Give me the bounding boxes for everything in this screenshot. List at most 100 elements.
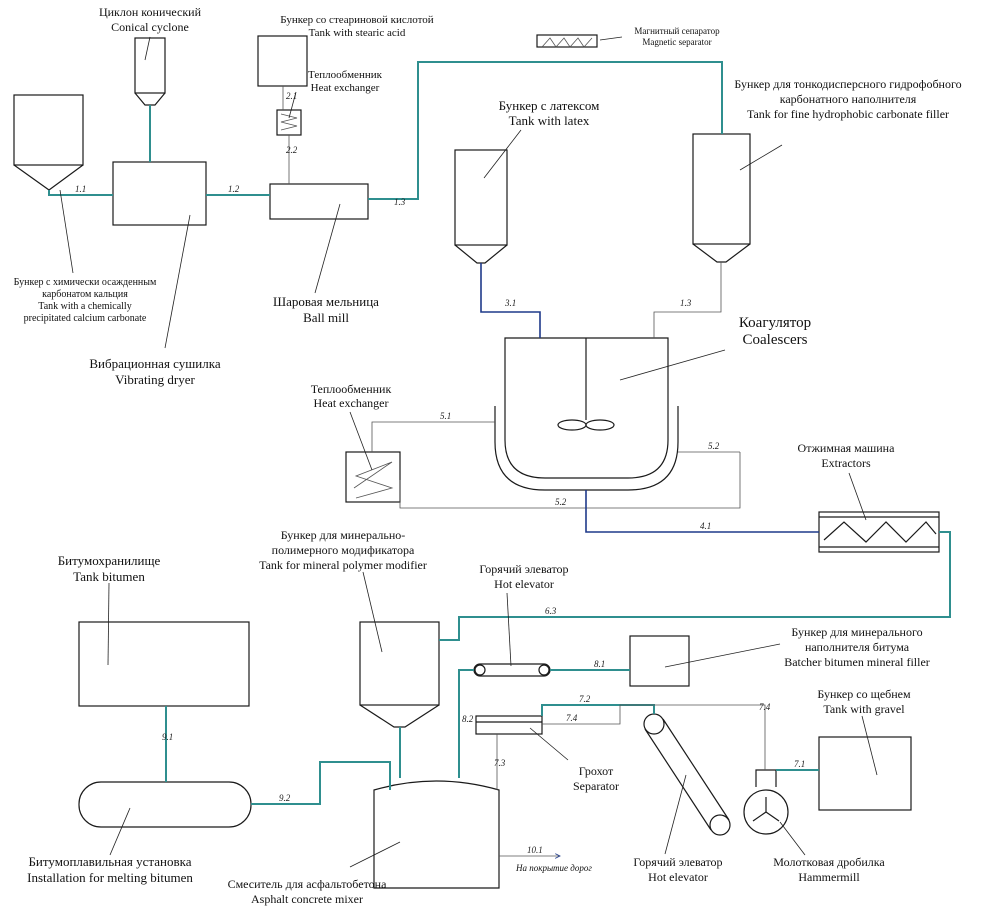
leader-hx2 (349, 411, 373, 471)
label-caco3-en1: Tank with a chemically (38, 301, 131, 312)
stream-7-1: 7.1 (794, 759, 805, 769)
label-finefill-ru2: карбонатного наполнителя (780, 92, 917, 106)
leader-melt (109, 807, 131, 856)
fine-filler-tank (692, 133, 751, 263)
leader-coag (619, 349, 726, 381)
label-sep-ru: Грохот (579, 764, 614, 778)
label-ballmill-ru: Шаровая мельница (273, 294, 379, 309)
stream-1-2: 1.2 (228, 184, 240, 194)
label-mpm-ru1: Бункер для минерально- (281, 528, 406, 542)
label-gravel-ru: Бункер со щебнем (817, 687, 911, 701)
label-extr-ru: Отжимная машина (798, 441, 896, 455)
label-hotelev2-ru: Горячий элеватор (633, 855, 722, 869)
label-road: На покрытие дорог (515, 863, 592, 873)
pipe-7-2 (541, 704, 655, 716)
leader-dryer (164, 214, 191, 349)
stream-5-2a: 5.2 (708, 441, 720, 451)
pipe-8-2 (458, 669, 474, 778)
label-hotelev1-en: Hot elevator (494, 577, 554, 591)
stream-1-1: 1.1 (75, 184, 86, 194)
label-bitstore-ru: Битумохранилище (58, 553, 161, 568)
label-hotelev1-ru: Горячий элеватор (479, 562, 568, 576)
heat-exchanger-1 (276, 109, 302, 136)
mineral-polymer-tank (359, 621, 440, 728)
label-melt-en: Installation for melting bitumen (27, 870, 193, 885)
leader-cyclone (144, 36, 151, 61)
leader-bmf (664, 643, 781, 668)
stream-4-1: 4.1 (700, 521, 711, 531)
label-stearic-ru: Бункер со стеариновой кислотой (280, 14, 434, 26)
label-dryer-ru: Вибрационная сушилка (89, 356, 221, 371)
pipe-1-1 (48, 190, 113, 196)
leader-hotelev2 (664, 774, 687, 855)
stream-9-2: 9.2 (279, 793, 291, 803)
label-hammer-en: Hammermill (798, 870, 860, 884)
leader-hx1 (288, 91, 297, 119)
label-latex-ru: Бункер с латексом (499, 98, 600, 113)
stream-3-1: 3.1 (504, 298, 516, 308)
hammermill (743, 769, 789, 835)
label-magsep-ru: Магнитный сепаратор (634, 26, 720, 36)
bitumen-store-tank (78, 621, 250, 707)
leader-hotelev1 (506, 592, 512, 667)
label-sep-en: Separator (573, 779, 619, 793)
stream-6-3: 6.3 (545, 606, 557, 616)
leader-mixer (349, 841, 401, 868)
stream-10-1: 10.1 (527, 845, 543, 855)
stream-8-2: 8.2 (462, 714, 474, 724)
pipe-9-2 (251, 761, 391, 805)
label-mixer-ru: Смеситель для асфальтобетона (228, 877, 387, 891)
label-mpm-en: Tank for mineral polymer modifier (259, 558, 427, 572)
hot-elevator-1 (473, 663, 551, 677)
extractor (818, 511, 940, 553)
leader-magsep (599, 36, 623, 41)
label-bmf-ru2: наполнителя битума (805, 640, 910, 654)
leader-gravel (861, 715, 878, 776)
label-cyclone-ru: Циклон конический (99, 5, 202, 19)
caco3-tank (13, 94, 84, 191)
stream-7-3: 7.3 (494, 758, 506, 768)
stream-7-4b: 7.4 (759, 702, 771, 712)
label-latex-en: Tank with latex (509, 113, 590, 128)
label-hammer-ru: Молотковая дробилка (773, 855, 885, 869)
label-dryer-en: Vibrating dryer (115, 372, 195, 387)
label-coag-en: Coalescers (743, 332, 808, 348)
leader-bitstore (107, 582, 110, 666)
leader-sep (529, 727, 569, 761)
label-coag-ru: Коагулятор (739, 315, 811, 331)
leader-ballmill (314, 203, 341, 294)
label-ballmill-en: Ball mill (303, 310, 349, 325)
stream-5-1: 5.1 (440, 411, 451, 421)
pipe-5-2b (399, 452, 741, 509)
label-finefill-en: Tank for fine hydrophobic carbonate fill… (747, 107, 949, 121)
label-bitstore-en: Tank bitumen (73, 569, 145, 584)
label-hx1-en: Heat exchanger (311, 82, 380, 94)
label-cyclone-en: Conical cyclone (111, 20, 189, 34)
pipe-4-1 (585, 490, 819, 533)
separator-screen (475, 715, 543, 735)
label-caco3-ru2: карбонатом кальция (42, 289, 128, 300)
latex-tank (454, 149, 508, 264)
pipe-5-1 (371, 421, 495, 452)
label-gravel-en: Tank with gravel (823, 702, 905, 716)
stream-1-3a: 1.3 (394, 197, 406, 207)
label-magsep-en: Magnetic separator (642, 37, 711, 47)
label-stearic-en: Tank with stearic acid (309, 27, 406, 39)
label-hotelev2-en: Hot elevator (648, 870, 708, 884)
label-caco3-ru1: Бункер с химически осажденным (14, 277, 157, 288)
stream-5-2b: 5.2 (555, 497, 567, 507)
leader-hammer (779, 821, 806, 856)
pipe-6-3 (439, 531, 951, 641)
magnetic-separator (536, 34, 598, 48)
hot-elevator-2 (643, 713, 731, 836)
gravel-tank (818, 736, 912, 811)
leader-mpm (362, 571, 383, 653)
coalescer (494, 337, 679, 491)
label-bmf-ru1: Бункер для минерального (791, 625, 922, 639)
stream-2-2: 2.2 (286, 145, 298, 155)
stream-2-1: 2.1 (286, 91, 297, 101)
pipe-7-4 (542, 704, 766, 770)
label-hx2-ru: Теплообменник (311, 382, 392, 396)
